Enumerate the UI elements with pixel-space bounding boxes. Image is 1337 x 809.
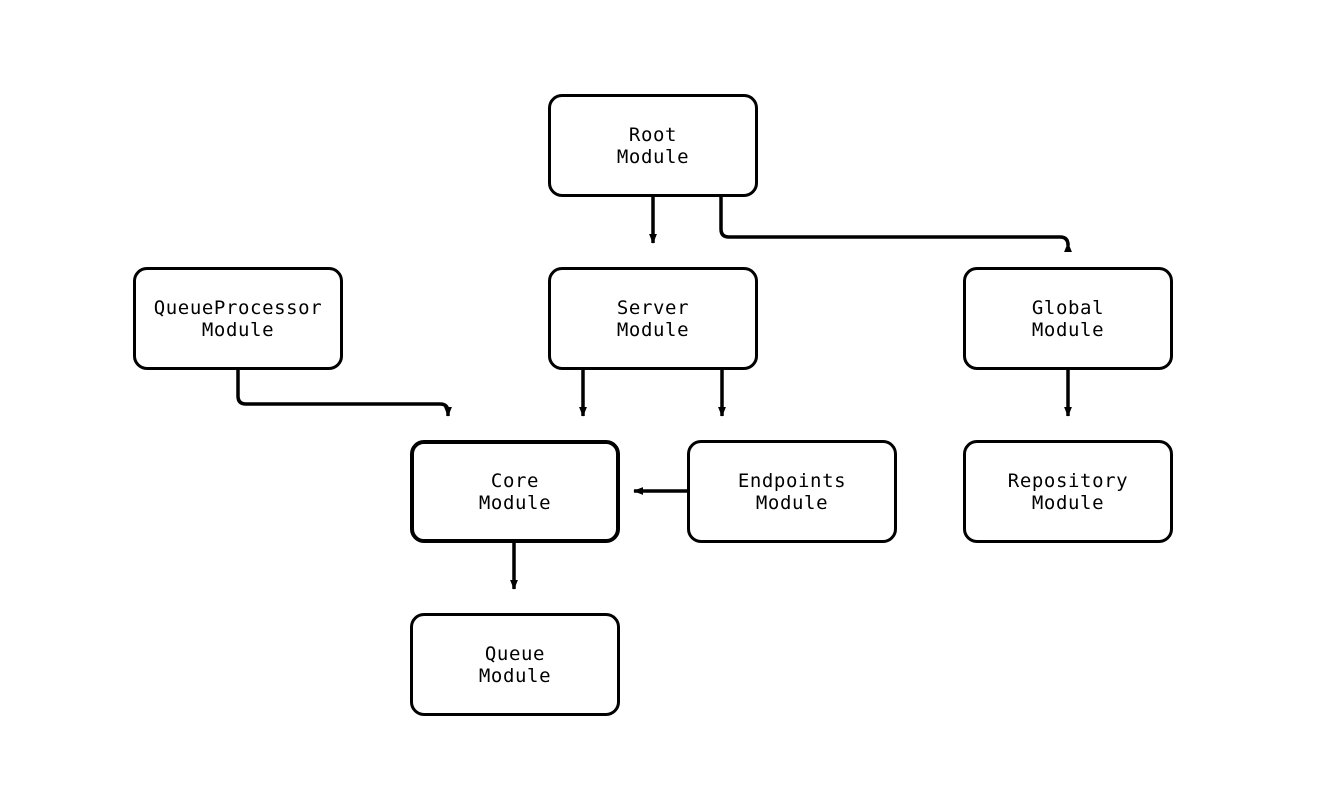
queue-module-label-line1: Queue — [484, 642, 546, 665]
core-module-label-line1: Core — [490, 469, 540, 492]
server-module-label-line2: Module — [616, 318, 690, 341]
server-module-label-line1: Server — [616, 296, 690, 319]
core-module-label-line2: Module — [478, 491, 552, 514]
root-module-label-line2: Module — [616, 145, 690, 168]
edge-root-to-global — [719, 197, 1072, 253]
edge-queueprocessor-to-core — [236, 370, 452, 417]
endpoints-module-label-line2: Module — [755, 491, 829, 514]
queueprocessor-module-label-line2: Module — [201, 318, 275, 341]
queue-module-label-line2: Module — [478, 664, 552, 687]
global-module-label-line1: Global — [1031, 296, 1105, 319]
repository-module-label-line1: Repository — [1007, 469, 1129, 492]
queueprocessor-module-label-line1: QueueProcessor — [153, 296, 323, 319]
repository-module-label-line2: Module — [1031, 491, 1105, 514]
global-module-label-line2: Module — [1031, 318, 1105, 341]
root-module-label-line1: Root — [628, 123, 678, 146]
endpoints-module-label-line1: Endpoints — [737, 469, 847, 492]
